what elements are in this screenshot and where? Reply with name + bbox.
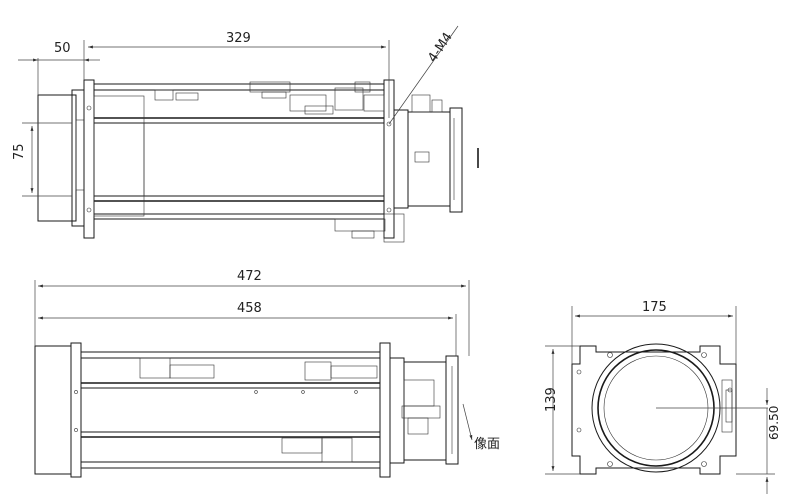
dim-139: 139 xyxy=(544,387,559,412)
dim-175: 175 xyxy=(642,300,667,315)
front-view xyxy=(571,343,768,475)
dim-329: 329 xyxy=(226,31,251,46)
front-dimensions xyxy=(545,306,775,494)
image-plane-label: 像面 xyxy=(474,437,500,452)
dim-458: 458 xyxy=(237,301,262,316)
dim-69-50: 69.50 xyxy=(767,406,781,440)
hole-note: 4-M4 xyxy=(425,30,456,65)
dim-472: 472 xyxy=(237,269,262,284)
dim-50: 50 xyxy=(54,41,71,56)
side-view xyxy=(34,342,473,478)
side-dimensions xyxy=(34,280,470,356)
top-view xyxy=(37,25,479,243)
dim-75: 75 xyxy=(12,143,27,160)
top-dimensions xyxy=(18,40,390,197)
